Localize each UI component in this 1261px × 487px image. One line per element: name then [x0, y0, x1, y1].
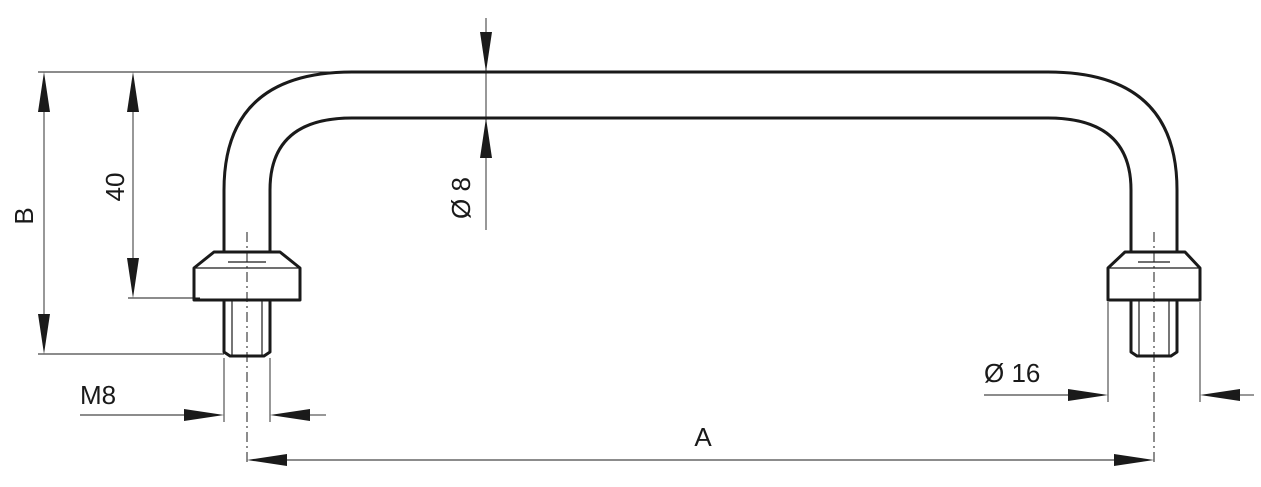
dimension-rod-diameter-label: Ø 8 — [446, 177, 476, 219]
dimension-a-label: A — [694, 422, 712, 452]
dimension-b-label: B — [9, 207, 39, 224]
dimension-b: B — [9, 71, 352, 355]
left-mounting-foot — [192, 250, 302, 358]
dimension-rod-diameter: Ø 8 — [446, 18, 492, 230]
dimension-collar-diameter: Ø 16 — [984, 302, 1254, 402]
dimension-40-label: 40 — [100, 173, 130, 202]
dimension-40: 40 — [100, 72, 200, 299]
dimension-a: A — [247, 422, 1154, 466]
handle-rod-inner-contour — [268, 116, 1133, 254]
dimension-thread-label: M8 — [80, 380, 116, 410]
dimension-thread: M8 — [80, 358, 326, 422]
dimension-collar-diameter-label: Ø 16 — [984, 358, 1040, 388]
handle-rod-outer-contour — [222, 70, 1179, 254]
